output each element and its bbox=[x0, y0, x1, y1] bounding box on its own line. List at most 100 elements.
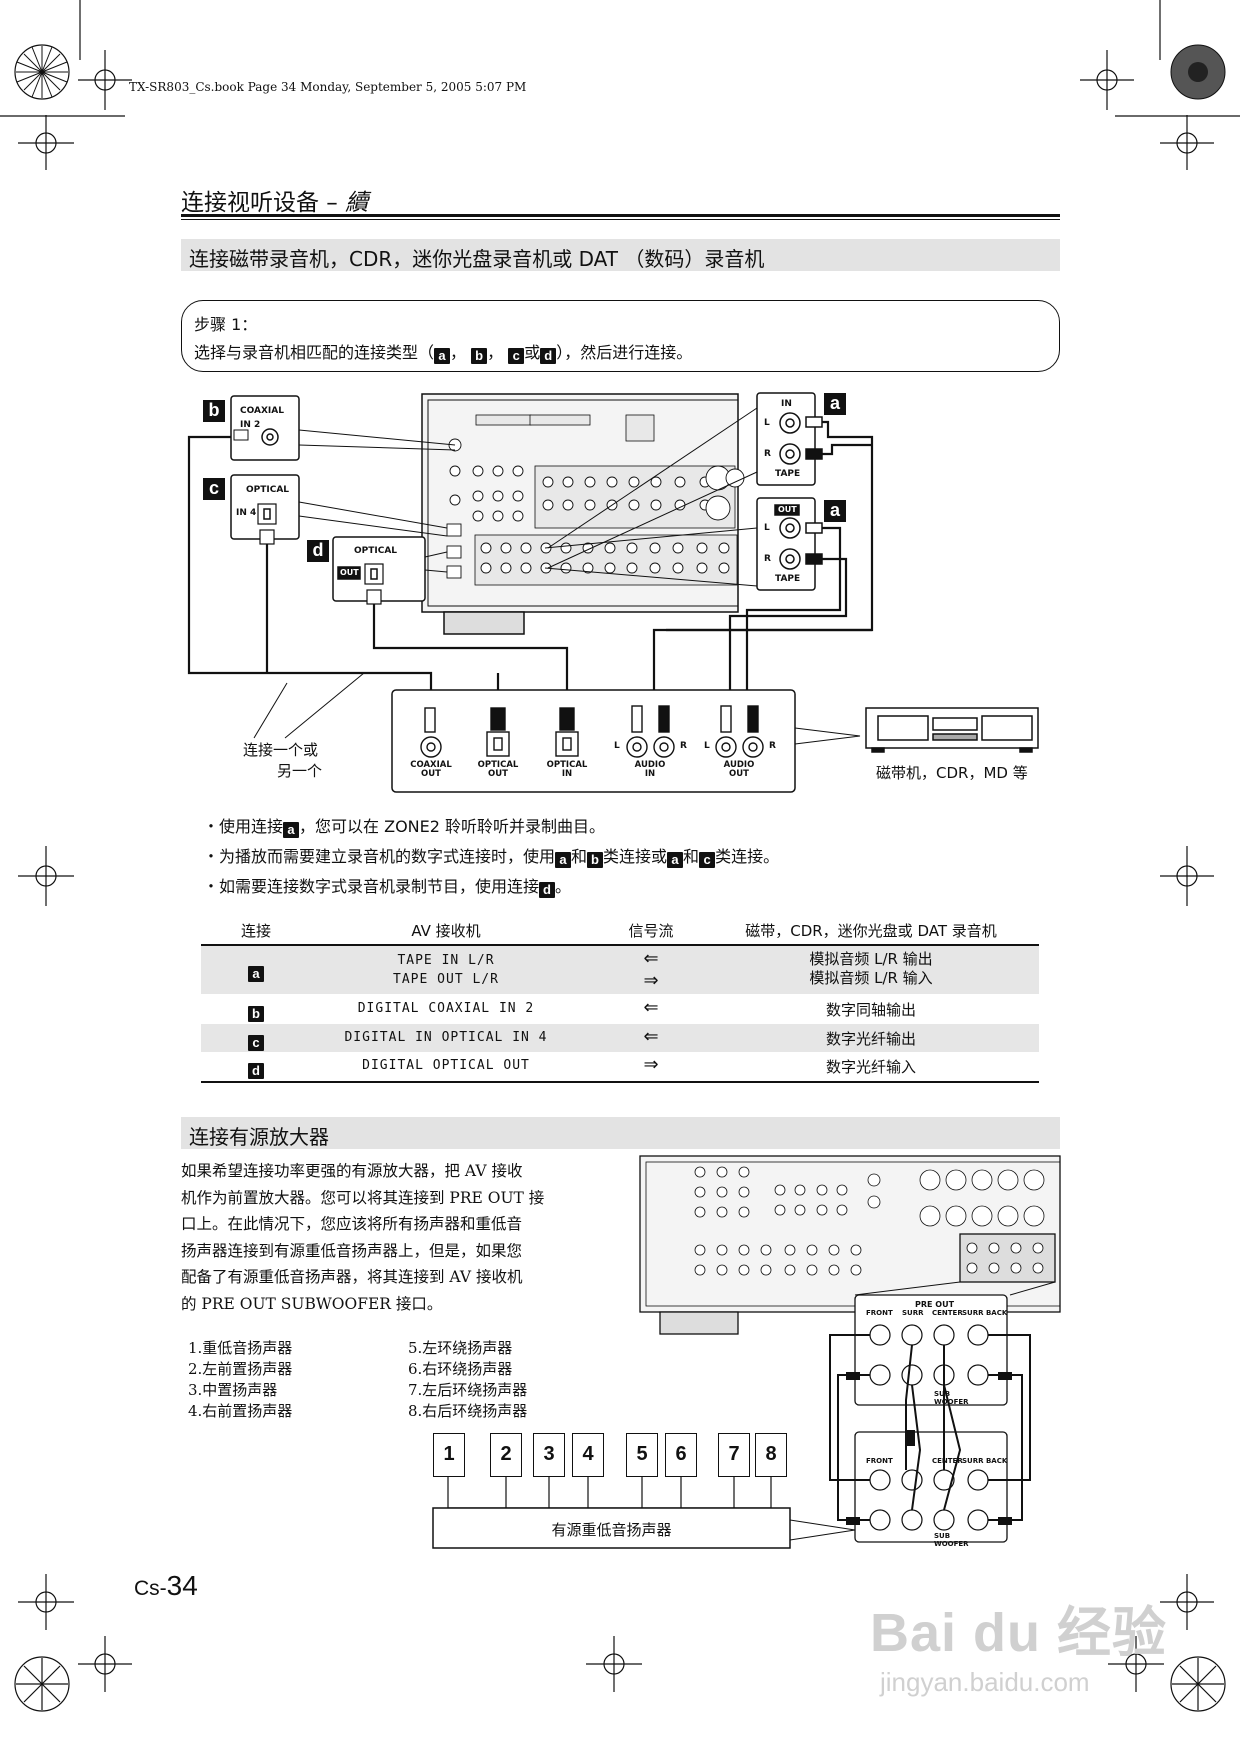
preout-col-front: FRONT bbox=[866, 1457, 893, 1465]
diagram-badge-a-out: a bbox=[824, 500, 846, 522]
page-title-cont: 續 bbox=[345, 190, 369, 216]
table-cell: DIGITAL IN OPTICAL IN 4 bbox=[344, 1030, 548, 1045]
diagram-badge-d: d bbox=[307, 540, 329, 562]
table-header: 连接 AV 接收机 信号流 磁带，CDR，迷你光盘或 DAT 录音机 bbox=[201, 920, 1039, 944]
preout-col-front: FRONT bbox=[866, 1309, 893, 1317]
list-item: 3.中置扬声器 bbox=[188, 1381, 278, 1399]
preout-col-surrback: SURR BACK bbox=[962, 1309, 1008, 1317]
badge-a: a bbox=[555, 852, 572, 868]
badge-a: a bbox=[248, 966, 264, 982]
recorder-connection-diagram bbox=[187, 392, 1039, 793]
coaxial-label: COAXIAL bbox=[240, 406, 284, 416]
flow-arrow: ⇐ bbox=[643, 997, 659, 1018]
out-label: OUT bbox=[778, 505, 797, 514]
list-item: 2.左前置扬声器 bbox=[188, 1360, 293, 1378]
speaker-number-box: 2 bbox=[490, 1433, 522, 1477]
table-cell: TAPE OUT L/R bbox=[393, 972, 499, 987]
speaker-list-left: 1.重低音扬声器 2.左前置扬声器 3.中置扬声器 4.右前置扬声器 bbox=[188, 1338, 292, 1422]
preout-label: PRE OUT bbox=[915, 1300, 955, 1309]
speaker-number-box: 1 bbox=[433, 1433, 465, 1477]
step-or: 或 bbox=[524, 343, 541, 362]
amp-paragraph: 如果希望连接功率更强的有源放大器，把 AV 接收 机作为前置放大器。您可以将其连… bbox=[181, 1162, 545, 1313]
badge-b: b bbox=[248, 1006, 264, 1022]
step-label: 步骤 1： bbox=[194, 315, 258, 334]
l-label: L bbox=[614, 741, 620, 751]
table-rule bbox=[201, 1081, 1039, 1083]
speaker-number-box: 6 bbox=[665, 1433, 697, 1477]
preout-col-surr: SURR bbox=[902, 1309, 924, 1317]
connect-note-line2: 另一个 bbox=[277, 762, 323, 780]
amp-label: 有源重低音扬声器 bbox=[551, 1521, 672, 1539]
page-title: 连接视听设备 – 續 bbox=[181, 183, 368, 217]
flow-arrow: ⇒ bbox=[643, 1054, 659, 1075]
page-prefix: Cs- bbox=[134, 1577, 167, 1600]
optical-c-label: OPTICAL bbox=[246, 485, 290, 495]
table-cell: DIGITAL OPTICAL OUT bbox=[362, 1058, 530, 1073]
page-number-value: 34 bbox=[166, 1570, 198, 1601]
l-label: L bbox=[764, 523, 770, 533]
table-row: d DIGITAL OPTICAL OUT ⇒ 数字光纤输入 bbox=[201, 1053, 1039, 1081]
diagram-badge-a-in: a bbox=[824, 393, 846, 415]
watermark-main: Bai du 经验 bbox=[870, 1603, 1168, 1663]
preout-diagram bbox=[432, 1155, 1061, 1549]
speaker-number-box: 7 bbox=[718, 1433, 750, 1477]
l-label: L bbox=[704, 741, 710, 751]
optical-d-label: OPTICAL bbox=[354, 546, 398, 556]
table-row: c DIGITAL IN OPTICAL IN 4 ⇐ 数字光纤输出 bbox=[201, 1024, 1039, 1052]
list-item: 6.右环绕扬声器 bbox=[408, 1360, 513, 1378]
recorder-caption: 磁带机，CDR，MD 等 bbox=[876, 764, 1028, 782]
flow-arrow: ⇒ bbox=[643, 970, 659, 991]
in2-label: IN 2 bbox=[240, 420, 261, 430]
list-item: 5.左环绕扬声器 bbox=[408, 1339, 513, 1357]
table-cell: 模拟音频 L/R 输入 bbox=[809, 969, 933, 987]
badge-c: c bbox=[699, 852, 716, 868]
connect-note-line1: 连接一个或 bbox=[243, 741, 319, 759]
section-header-recorder: 连接磁带录音机，CDR，迷你光盘录音机或 DAT （数码）录音机 bbox=[181, 239, 1060, 271]
file-info: TX-SR803_Cs.book Page 34 Monday, Septemb… bbox=[129, 80, 527, 94]
section-header-amplifier: 连接有源放大器 bbox=[181, 1117, 1060, 1149]
section-title: 连接有源放大器 bbox=[189, 1125, 329, 1149]
badge-b: b bbox=[471, 348, 488, 364]
sub-label: SUB WOOFER bbox=[934, 1532, 969, 1548]
table-cell: TAPE IN L/R bbox=[397, 953, 495, 968]
badge-d: d bbox=[248, 1063, 264, 1079]
table-cell: 数字光纤输出 bbox=[825, 1030, 916, 1048]
list-item: 8.右后环绕扬声器 bbox=[408, 1402, 528, 1420]
badge-d: d bbox=[540, 348, 557, 364]
step-text-post: ），然后进行连接。 bbox=[556, 343, 693, 362]
watermark-sub: jingyan.baidu.com bbox=[880, 1667, 1090, 1697]
title-rule bbox=[181, 214, 1060, 217]
step-text-pre: 选择与录音机相匹配的连接类型（ bbox=[194, 343, 435, 362]
badge-d: d bbox=[539, 882, 556, 898]
tape-label: TAPE bbox=[775, 469, 801, 479]
table-cell: 模拟音频 L/R 输出 bbox=[809, 950, 933, 968]
page-number: Cs-34 bbox=[134, 1570, 198, 1602]
badge-a: a bbox=[667, 852, 684, 868]
speaker-number-box: 8 bbox=[755, 1433, 787, 1477]
preout-col-center: CENTER bbox=[932, 1457, 963, 1465]
diagram-badge-b: b bbox=[203, 400, 225, 422]
table-cell: 数字光纤输入 bbox=[825, 1058, 916, 1076]
list-item: 4.右前置扬声器 bbox=[188, 1402, 293, 1420]
col-header: AV 接收机 bbox=[411, 922, 481, 940]
col-header: 信号流 bbox=[628, 922, 674, 940]
r-label: R bbox=[764, 449, 771, 459]
page-title-text: 连接视听设备 – bbox=[181, 190, 346, 216]
table-row: b DIGITAL COAXIAL IN 2 ⇐ 数字同轴输出 bbox=[201, 996, 1039, 1024]
tape-label: TAPE bbox=[775, 574, 801, 584]
step-sep: ， bbox=[450, 343, 467, 362]
badge-c: c bbox=[508, 348, 525, 364]
table-cell: DIGITAL COAXIAL IN 2 bbox=[357, 1001, 535, 1016]
diagram-badge-c: c bbox=[203, 478, 225, 500]
